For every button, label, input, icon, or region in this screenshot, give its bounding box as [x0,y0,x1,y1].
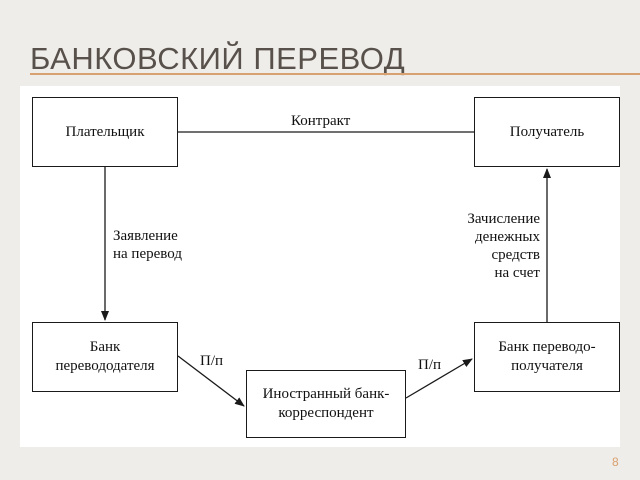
diagram-connectors [101,131,551,407]
payment-arrow-1 [177,355,245,407]
credit-to-account-label: Зачисление денежных средств на счет [467,211,540,281]
slide-title: БАНКОВСКИЙ ПЕРЕВОД [30,41,406,76]
recipient-node: Получатель [474,97,620,167]
payment-arrow-2 [405,358,473,399]
correspondent-bank-node: Иностранный банк- корреспондент [246,370,406,438]
correspondent-bank-label: Иностранный банк- корреспондент [262,386,390,421]
payment-order-label-1: П/п [200,353,224,369]
payment-order-label-2: П/п [418,357,442,373]
transfer-request-label: Заявление на перевод [113,228,182,262]
page-number: 8 [612,455,619,469]
recipient-bank-label: Банк переводо- получателя [498,339,596,374]
title-underline [30,73,640,75]
payer-node: Плательщик [32,97,178,167]
payer-bank-node: Банк перевододателя [32,322,178,392]
transfer-diagram: Плательщик Получатель Банк перевододател… [20,86,620,447]
payer-label: Плательщик [65,123,145,140]
recipient-bank-node: Банк переводо- получателя [474,322,620,392]
contract-label: Контракт [291,113,351,129]
recipient-label: Получатель [509,123,585,140]
payer-bank-label: Банк перевододателя [55,339,155,374]
